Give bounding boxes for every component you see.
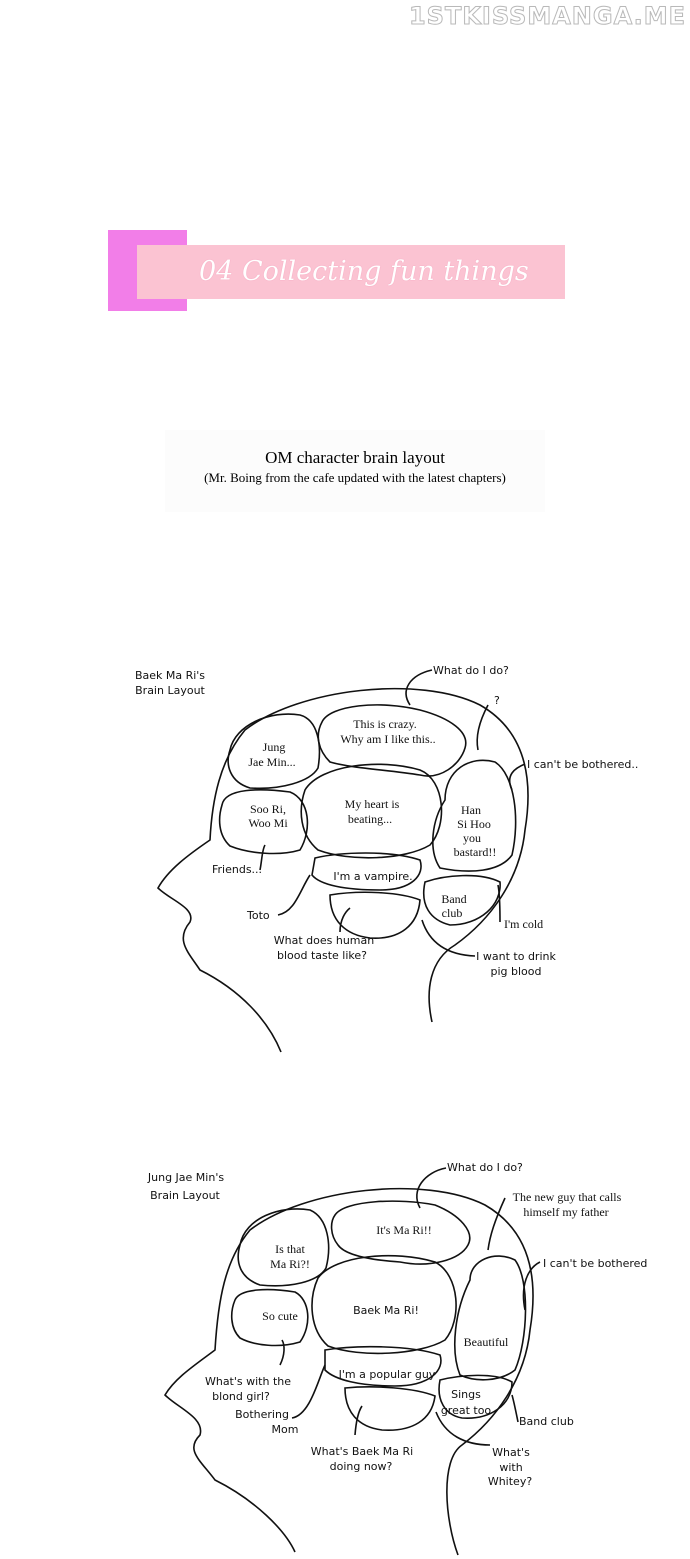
- callout-cant-be-bothered: I can't be bothered: [543, 1257, 647, 1270]
- arrow-cant-be-bothered: [508, 763, 526, 791]
- lobe-popular: [324, 1345, 442, 1387]
- arrow-blood: [339, 907, 351, 933]
- lobe-label-band-2: club: [442, 906, 463, 920]
- lobe-cute: [230, 1288, 309, 1347]
- lobe-label-right-3: you: [463, 831, 481, 845]
- brain-diagram-1-svg: Baek Ma Ri's Brain Layout This is crazy.…: [135, 664, 638, 1053]
- callout-whitey-3: Whitey?: [488, 1475, 532, 1488]
- arrow-toto: [277, 874, 311, 916]
- callout-whitey-2: with: [499, 1461, 522, 1474]
- lobe-label-right-1: Han: [461, 803, 481, 817]
- lobe-right: [454, 1255, 527, 1381]
- lobe-label-left-2: Jae Min...: [248, 755, 295, 769]
- head-outline: [163, 1187, 534, 1556]
- lobe-label-sings-2: great too: [441, 1404, 492, 1417]
- lobe-vampire: [311, 852, 422, 891]
- arrow-question: [476, 704, 489, 751]
- callout-friends: Friends...: [212, 863, 262, 876]
- banner-title: 04 Collecting fun things: [199, 256, 529, 287]
- lobe-center: [311, 1254, 457, 1355]
- diagram-2-heading-line1: Jung Jae Min's: [147, 1171, 224, 1184]
- lobe-label-left-1: Jung: [263, 740, 286, 754]
- head-outline: [157, 687, 529, 1053]
- brain-diagram-jung-jae-min: Jung Jae Min's Brain Layout It's Ma Ri!!…: [0, 1150, 690, 1559]
- lobe-label-sings-1: Sings: [451, 1388, 481, 1401]
- section-banner: 04 Collecting fun things: [137, 245, 565, 299]
- lobe-label-popular: I'm a popular guy: [339, 1368, 436, 1381]
- callout-blood-1: What does human: [274, 934, 375, 947]
- callout-father-2: himself my father: [523, 1205, 608, 1219]
- arrow-what-do-i-do: [405, 669, 433, 706]
- lobe-label-center-2: beating...: [348, 812, 392, 826]
- lobe-label-right: Beautiful: [464, 1335, 509, 1349]
- callout-mom-2: Mom: [272, 1423, 299, 1436]
- callout-what-do-i-do: What do I do?: [447, 1161, 523, 1174]
- diagram-1-heading-line2: Brain Layout: [135, 684, 205, 697]
- callout-whitey-1: What's: [492, 1446, 530, 1459]
- lobe-label-top-1: This is crazy.: [353, 717, 417, 731]
- lobe-label-top: It's Ma Ri!!: [376, 1223, 432, 1237]
- arrow-what-do-i-do: [416, 1167, 447, 1209]
- callout-toto: Toto: [246, 909, 270, 922]
- lobe-left: [237, 1208, 330, 1287]
- lobe-label-friends-1: Soo Ri,: [250, 802, 286, 816]
- lobe-cerebellum: [329, 891, 421, 939]
- callout-blond-1: What's with the: [205, 1375, 291, 1388]
- lobe-label-right-4: bastard!!: [454, 845, 497, 859]
- lobe-top: [330, 1200, 471, 1265]
- diagram-2-heading-line2: Brain Layout: [150, 1189, 220, 1202]
- callout-what-do-i-do: What do I do?: [433, 664, 509, 677]
- lobe-label-vampire: I'm a vampire.: [333, 870, 412, 883]
- arrow-band-club: [511, 1394, 519, 1423]
- lobe-label-friends-2: Woo Mi: [248, 816, 288, 830]
- callout-question: ?: [494, 694, 500, 707]
- callout-cold: I'm cold: [504, 917, 543, 931]
- callout-doing-2: doing now?: [330, 1460, 393, 1473]
- lobe-label-cute: So cute: [262, 1309, 298, 1323]
- callout-blond-2: blond girl?: [212, 1390, 270, 1403]
- callout-doing-1: What's Baek Ma Ri: [311, 1445, 414, 1458]
- arrow-cant-be-bothered: [522, 1261, 541, 1311]
- callout-cant-be-bothered: I can't be bothered..: [527, 758, 638, 771]
- diagram-1-heading-line1: Baek Ma Ri's: [135, 669, 205, 682]
- arrow-pig: [421, 919, 476, 957]
- arrow-friends: [259, 844, 266, 871]
- lobe-label-band-1: Band: [441, 892, 466, 906]
- lobe-left: [227, 713, 321, 790]
- callout-mom-1: Bothering: [235, 1408, 289, 1421]
- watermark: 1STKISSMANGA.ME: [408, 2, 686, 31]
- intro-title: OM character brain layout: [265, 448, 445, 467]
- arrow-father: [487, 1197, 506, 1251]
- brain-diagram-baek-ma-ri: Baek Ma Ri's Brain Layout This is crazy.…: [0, 650, 690, 1060]
- lobe-top: [317, 704, 467, 777]
- callout-pig-2: pig blood: [491, 965, 542, 978]
- lobe-cerebellum: [344, 1386, 436, 1431]
- callout-pig-1: I want to drink: [476, 950, 556, 963]
- intro-caption: OM character brain layout (Mr. Boing fro…: [165, 430, 545, 512]
- intro-subtitle: (Mr. Boing from the cafe updated with th…: [204, 470, 506, 485]
- lobe-label-center-1: My heart is: [345, 797, 400, 811]
- callout-father-1: The new guy that calls: [513, 1190, 622, 1204]
- lobe-sings: [438, 1374, 513, 1419]
- brain-diagram-2-svg: Jung Jae Min's Brain Layout It's Ma Ri!!…: [147, 1161, 647, 1556]
- lobe-band: [423, 874, 501, 926]
- arrow-mom: [291, 1364, 326, 1419]
- callout-band-club: Band club: [519, 1415, 574, 1428]
- arrow-whitey: [435, 1411, 491, 1446]
- lobe-label-top-2: Why am I like this..: [340, 732, 435, 746]
- lobe-label-left-2: Ma Ri?!: [270, 1257, 310, 1271]
- lobe-label-center: Baek Ma Ri!: [353, 1304, 419, 1317]
- arrow-cold: [497, 884, 501, 923]
- lobe-right: [432, 759, 517, 872]
- arrow-blond: [279, 1339, 285, 1366]
- lobe-label-right-2: Si Hoo: [457, 817, 491, 831]
- lobe-center: [300, 763, 443, 859]
- lobe-label-left-1: Is that: [275, 1242, 305, 1256]
- arrow-doing: [354, 1405, 363, 1436]
- lobe-friends: [218, 789, 309, 855]
- callout-blood-2: blood taste like?: [277, 949, 367, 962]
